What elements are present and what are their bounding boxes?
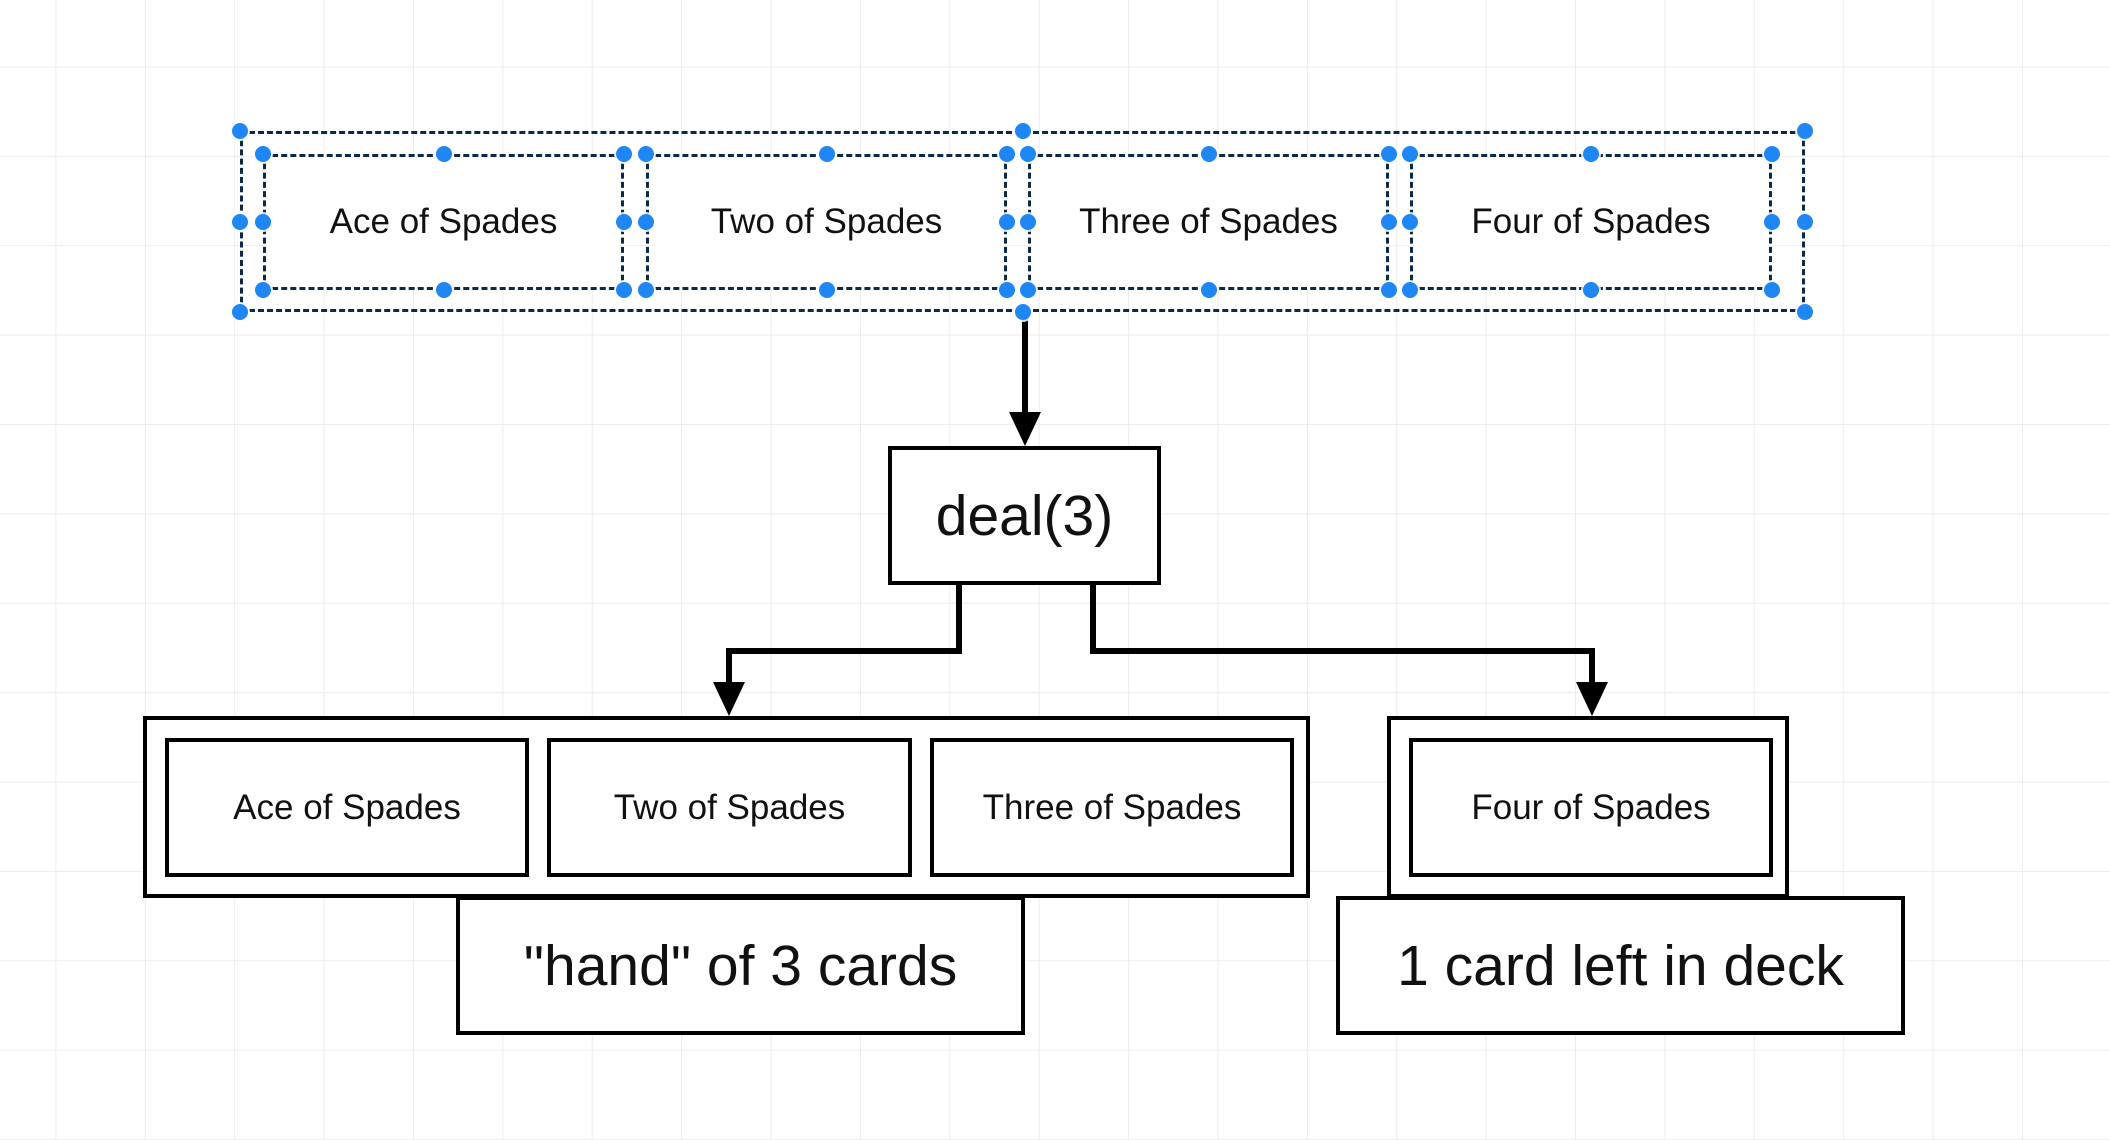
selection-handle[interactable]	[616, 146, 632, 162]
selection-handle[interactable]	[255, 214, 271, 230]
selection-handle[interactable]	[1583, 146, 1599, 162]
remaining-card-1[interactable]: Four of Spades	[1409, 738, 1773, 877]
card-label: Three of Spades	[982, 787, 1242, 827]
selection-handle[interactable]	[638, 146, 654, 162]
selection-handle[interactable]	[638, 214, 654, 230]
selection-handle[interactable]	[999, 146, 1015, 162]
selection-handle[interactable]	[1402, 282, 1418, 298]
deck-card-2[interactable]: Two of Spades	[646, 154, 1007, 290]
selection-handle[interactable]	[232, 304, 248, 320]
selection-handle[interactable]	[616, 214, 632, 230]
card-label: Two of Spades	[710, 202, 943, 241]
selection-handle[interactable]	[1014, 123, 1031, 139]
hand-card-3[interactable]: Three of Spades	[930, 738, 1294, 877]
selection-handle[interactable]	[255, 146, 271, 162]
selection-handle[interactable]	[1797, 213, 1813, 230]
deal-operation-box[interactable]: deal(3)	[888, 446, 1161, 585]
selection-handle[interactable]	[1797, 123, 1813, 139]
connector-deck-to-deal[interactable]	[1009, 310, 1041, 446]
selection-handle[interactable]	[1381, 282, 1397, 298]
card-label: Three of Spades	[1079, 202, 1338, 241]
selection-handle[interactable]	[435, 146, 452, 162]
selection-handle[interactable]	[1381, 146, 1397, 162]
card-label: Two of Spades	[613, 787, 846, 827]
selection-handle[interactable]	[999, 282, 1015, 298]
card-label: Four of Spades	[1471, 202, 1711, 241]
selection-handle[interactable]	[1200, 146, 1217, 162]
deal-operation-label: deal(3)	[935, 483, 1114, 548]
selection-handle[interactable]	[1764, 282, 1780, 298]
deck-card-1[interactable]: Ace of Spades	[263, 154, 624, 290]
connector-deal-to-hand[interactable]	[713, 584, 962, 716]
selection-handle[interactable]	[638, 282, 654, 298]
card-label: Ace of Spades	[233, 787, 461, 827]
connector-deal-to-remaining[interactable]	[1090, 584, 1608, 716]
selection-handle[interactable]	[1764, 214, 1780, 230]
selection-handle[interactable]	[1764, 146, 1780, 162]
selection-handle[interactable]	[1200, 282, 1217, 298]
selection-handle[interactable]	[1020, 146, 1036, 162]
selection-handle[interactable]	[818, 282, 835, 298]
selection-handle[interactable]	[1797, 304, 1813, 320]
selection-handle[interactable]	[1381, 214, 1397, 230]
selection-handle[interactable]	[1402, 214, 1418, 230]
selection-handle[interactable]	[1020, 214, 1036, 230]
remaining-caption: 1 card left in deck	[1397, 933, 1844, 998]
selection-handle[interactable]	[1402, 146, 1418, 162]
selection-handle[interactable]	[1020, 282, 1036, 298]
selection-handle[interactable]	[818, 146, 835, 162]
hand-card-1[interactable]: Ace of Spades	[165, 738, 529, 877]
selection-handle[interactable]	[1583, 282, 1599, 298]
selection-handle[interactable]	[616, 282, 632, 298]
deck-card-4[interactable]: Four of Spades	[1410, 154, 1772, 290]
hand-card-2[interactable]: Two of Spades	[547, 738, 912, 877]
remaining-caption-box[interactable]: 1 card left in deck	[1336, 896, 1905, 1035]
selection-handle[interactable]	[255, 282, 271, 298]
selection-handle[interactable]	[232, 123, 248, 139]
selection-handle[interactable]	[1014, 304, 1031, 320]
hand-caption: "hand" of 3 cards	[523, 933, 958, 998]
deck-card-3[interactable]: Three of Spades	[1028, 154, 1389, 290]
card-label: Ace of Spades	[329, 202, 558, 241]
selection-handle[interactable]	[435, 282, 452, 298]
selection-handle[interactable]	[232, 213, 248, 230]
hand-caption-box[interactable]: "hand" of 3 cards	[456, 896, 1025, 1035]
card-label: Four of Spades	[1471, 787, 1711, 827]
selection-handle[interactable]	[999, 214, 1015, 230]
